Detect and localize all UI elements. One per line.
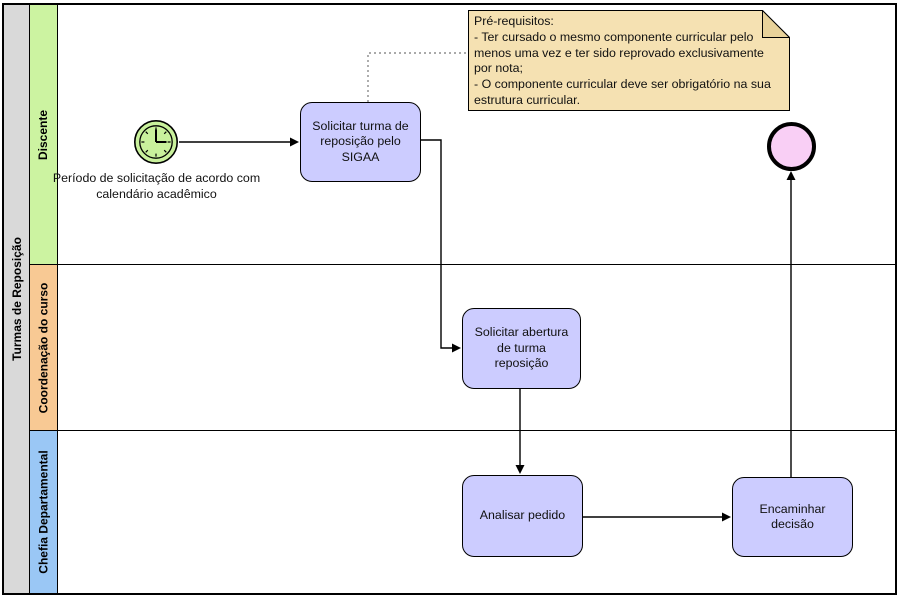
annotation-note[interactable]: Pré-requisitos: - Ter cursado o mesmo co…: [468, 10, 790, 111]
task-solicitar-abertura-turma[interactable]: Solicitar abertura de turma reposição: [462, 308, 581, 389]
pool-title-bar: Turmas de Reposição: [4, 5, 30, 593]
task-label: Analisar pedido: [479, 508, 566, 523]
lane-coordenacao-do-curso: Coordenação do curso: [30, 265, 895, 431]
clock-icon: [133, 119, 179, 165]
task-solicitar-turma-reposicao-sigaa[interactable]: Solicitar turma de reposição pelo SIGAA: [300, 102, 421, 182]
lane-discente-label: Discente: [36, 109, 51, 160]
timer-start-event[interactable]: [133, 119, 179, 165]
note-item: - Ter cursado o mesmo componente curricu…: [474, 29, 764, 76]
task-label: Encaminhar decisão: [759, 501, 826, 532]
note-text: Pré-requisitos: - Ter cursado o mesmo co…: [474, 14, 780, 109]
note-shape: [468, 10, 790, 111]
end-event[interactable]: [767, 122, 816, 171]
timer-event-label: Período de solicitação de acordo com cal…: [52, 171, 261, 201]
folded-corner-icon: [762, 10, 790, 38]
note-item: - O componente curricular deve ser obrig…: [474, 77, 771, 107]
lane-coordenacao-label: Coordenação do curso: [36, 282, 51, 413]
lane-coordenacao-labelbar: Coordenação do curso: [30, 265, 58, 430]
note-title: Pré-requisitos:: [474, 14, 554, 28]
task-label: Solicitar turma de reposição pelo SIGAA: [312, 118, 409, 164]
task-analisar-pedido[interactable]: Analisar pedido: [462, 475, 583, 557]
lane-discente-labelbar: Discente: [30, 5, 58, 264]
task-label: Solicitar abertura de turma reposição: [474, 325, 569, 371]
pool-title: Turmas de Reposição: [9, 237, 24, 361]
task-encaminhar-decisao[interactable]: Encaminhar decisão: [732, 477, 853, 557]
lane-chefia-label: Chefia Departamental: [36, 450, 51, 574]
pool-turmas-de-reposicao: Turmas de Reposição Discente Coordenação…: [2, 3, 897, 595]
lane-discente: Discente: [30, 5, 895, 265]
lane-chefia-labelbar: Chefia Departamental: [30, 431, 58, 593]
lane-chefia-departamental: Chefia Departamental: [30, 431, 895, 593]
